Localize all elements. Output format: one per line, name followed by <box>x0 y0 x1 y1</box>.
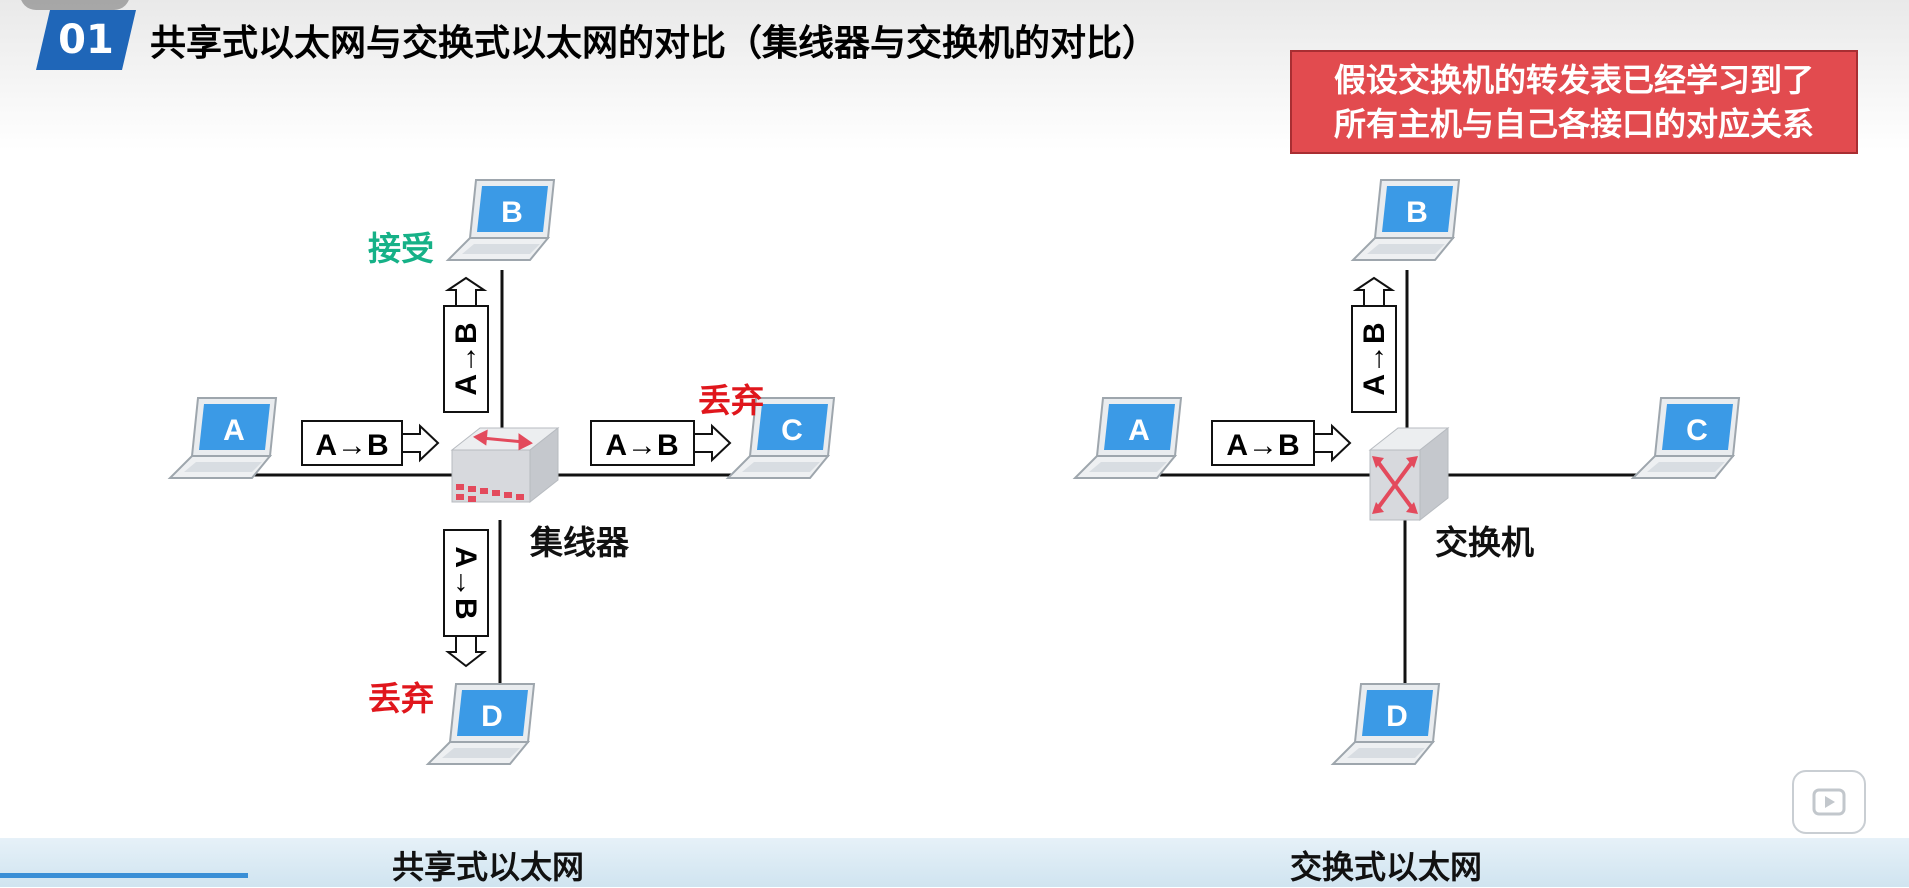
switch-host-a-letter: A <box>1128 414 1150 447</box>
hub-links <box>240 270 745 685</box>
hub-host-c-laptop[interactable]: C <box>727 397 835 479</box>
hub-frame-label-left: A→B <box>315 429 388 462</box>
switch-frame-to-switch: A→B <box>1211 420 1352 466</box>
hub-device-label: 集线器 <box>530 523 629 562</box>
hub-frame-to-b: A→B <box>443 276 489 413</box>
hub-host-c-letter: C <box>781 414 803 447</box>
hub-host-a-letter: A <box>223 414 245 447</box>
hub-host-b-letter: B <box>501 196 523 229</box>
note-line-2: 所有主机与自己各接口的对应关系 <box>1333 105 1814 143</box>
switch-frame-label-left: A→B <box>1226 429 1299 462</box>
switch-frame-label-up: A→B <box>1358 322 1391 395</box>
hub-frame-to-c: A→B <box>590 420 732 466</box>
hub-frame-to-hub: A→B <box>301 420 440 466</box>
hub-host-a-laptop[interactable]: A <box>169 397 277 479</box>
page-title: 共享式以太网与交换式以太网的对比（集线器与交换机的对比） <box>150 23 1159 64</box>
note-line-1: 假设交换机的转发表已经学习到了 <box>1333 61 1814 99</box>
hub-host-b-laptop[interactable]: B <box>447 179 555 261</box>
hub-status-c-discard: 丢弃 <box>698 381 764 420</box>
video-progress-bar[interactable] <box>0 873 248 878</box>
play-icon <box>1812 788 1846 816</box>
hub-status-d-discard: 丢弃 <box>368 679 434 718</box>
bottom-band <box>0 838 1909 887</box>
hub-frame-to-d: A→B <box>443 529 489 668</box>
switch-frame-to-b: A→B <box>1351 276 1397 413</box>
hub-status-b-accept: 接受 <box>368 229 434 268</box>
hub-host-d-laptop[interactable]: D <box>427 683 535 765</box>
hub-caption: 共享式以太网 <box>392 848 585 886</box>
section-badge: 01 <box>36 10 136 70</box>
hub-frame-label-right: A→B <box>605 429 678 462</box>
switch-host-d-letter: D <box>1386 700 1408 733</box>
hub-host-d-letter: D <box>481 700 503 733</box>
hub-frame-label-up: A→B <box>450 322 483 395</box>
switch-icon <box>1368 426 1450 522</box>
switch-device-label: 交换机 <box>1435 523 1534 562</box>
switch-host-c-laptop[interactable]: C <box>1632 397 1740 479</box>
avatar[interactable] <box>20 0 130 10</box>
switch-host-b-laptop[interactable]: B <box>1352 179 1460 261</box>
switch-caption: 交换式以太网 <box>1290 848 1483 886</box>
play-button[interactable] <box>1792 770 1866 834</box>
switch-host-c-letter: C <box>1686 414 1708 447</box>
switch-links <box>1160 270 1650 685</box>
hub-frame-label-down: A→B <box>449 546 482 619</box>
hub-icon <box>451 427 559 503</box>
switch-host-b-letter: B <box>1406 196 1428 229</box>
assumption-note: 假设交换机的转发表已经学习到了 所有主机与自己各接口的对应关系 <box>1290 50 1858 154</box>
switch-host-a-laptop[interactable]: A <box>1074 397 1182 479</box>
switch-host-d-laptop[interactable]: D <box>1332 683 1440 765</box>
